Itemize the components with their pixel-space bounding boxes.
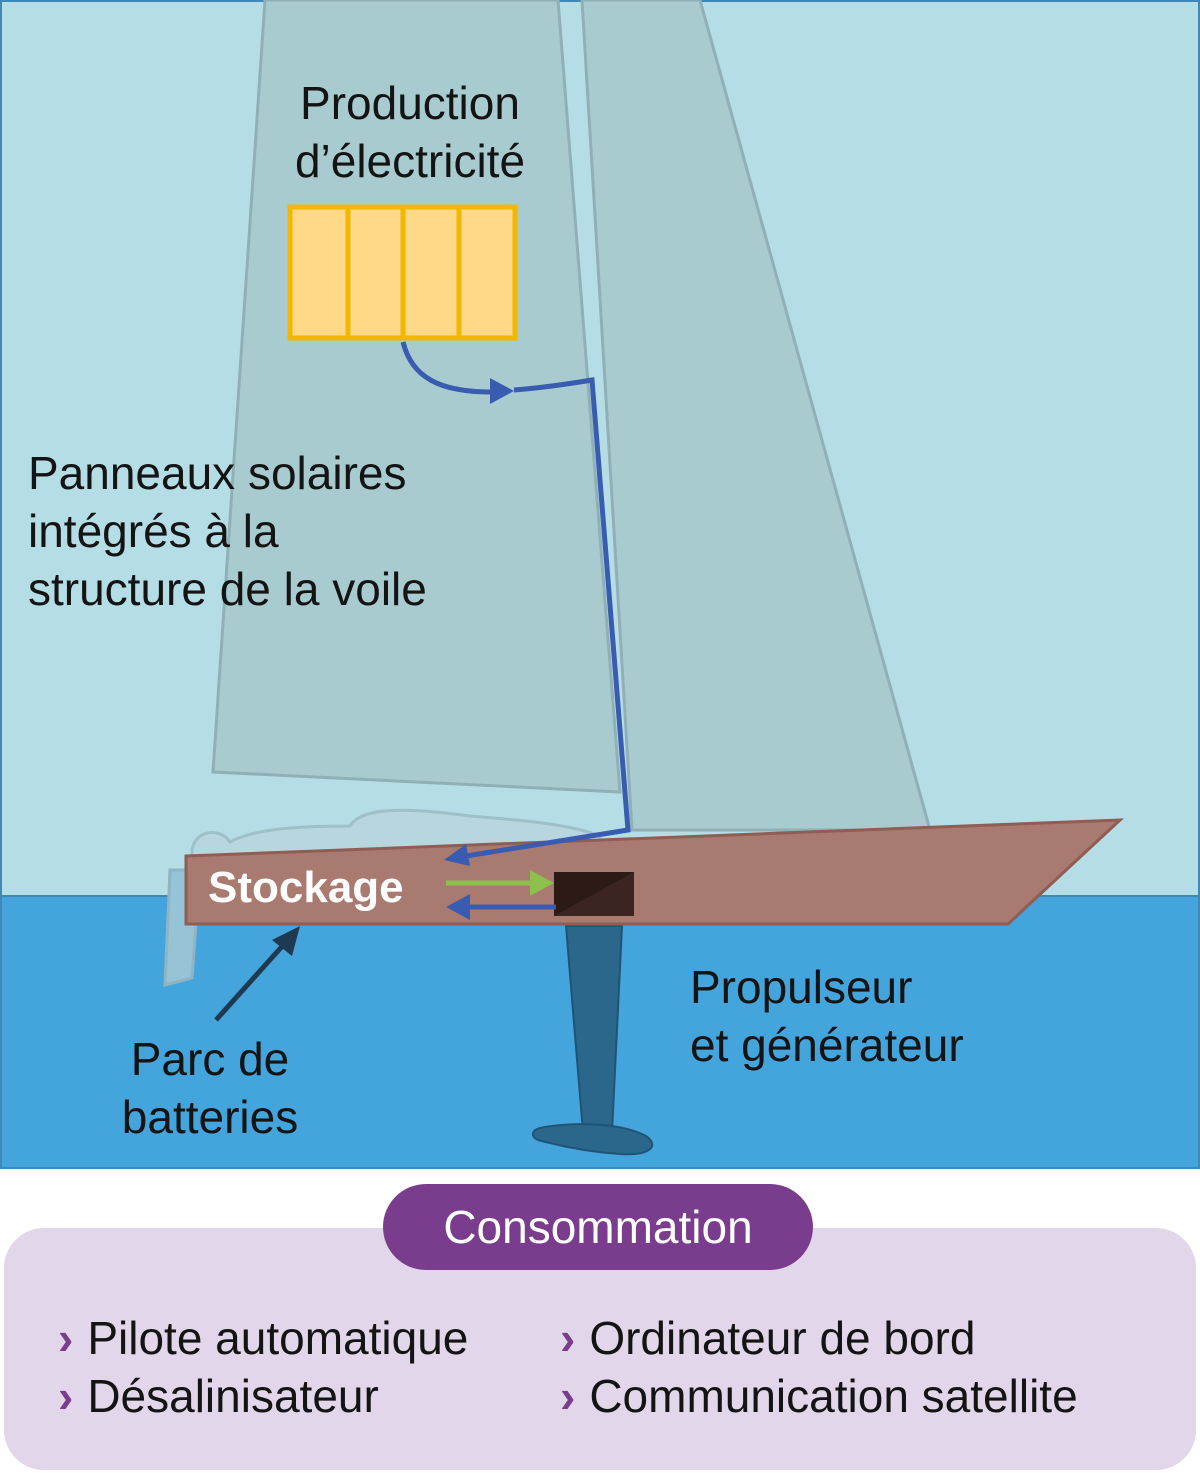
panneaux-line-1: Panneaux solaires [28,447,407,499]
wire-arrow-head-2 [444,844,470,866]
consumption-item-autopilot: ›Pilote automatique [58,1310,468,1366]
solar-panels-label: Panneaux solaires intégrés à la structur… [28,444,548,618]
consumption-item-desalinator: ›Désalinisateur [58,1368,379,1424]
wire-arrow-head-1 [490,378,514,404]
battery-park-label: Parc de batteries [90,1030,330,1146]
mainsail [211,0,622,794]
panneaux-line-3: structure de la voile [28,563,427,615]
consumption-item-label: Communication satellite [589,1370,1078,1422]
consumption-item-label: Ordinateur de bord [589,1312,976,1364]
sailboat-scene [0,0,1200,1169]
consumption-title: Consommation [383,1184,813,1270]
propulseur-line-2: et générateur [690,1019,964,1071]
battery-pointer-arrow [214,940,288,1022]
keel-bulb [532,1123,654,1156]
power-wire [400,341,631,859]
chevron-right-icon: › [58,1370,74,1422]
solar-panel [287,204,518,341]
consumption-item-computer: ›Ordinateur de bord [560,1310,975,1366]
propulseur-line-1: Propulseur [690,961,913,1013]
storage-label: Stockage [208,863,404,912]
consumption-item-label: Pilote automatique [87,1312,469,1364]
batteries-line-2: batteries [121,1091,299,1143]
chevron-right-icon: › [58,1312,74,1364]
propulsion-label: Propulseur et générateur [690,958,1090,1074]
chevron-right-icon: › [560,1370,576,1422]
batteries-line-1: Parc de [130,1033,290,1085]
production-line-1: Production [300,77,520,129]
panneaux-line-2: intégrés à la [28,505,279,557]
hull [184,818,1124,926]
electricity-production-label: Production d’électricité [250,74,570,190]
production-line-2: d’électricité [294,135,526,187]
consumption-item-satellite: ›Communication satellite [560,1368,1078,1424]
consumption-item-label: Désalinisateur [87,1370,379,1422]
chevron-right-icon: › [560,1312,576,1364]
